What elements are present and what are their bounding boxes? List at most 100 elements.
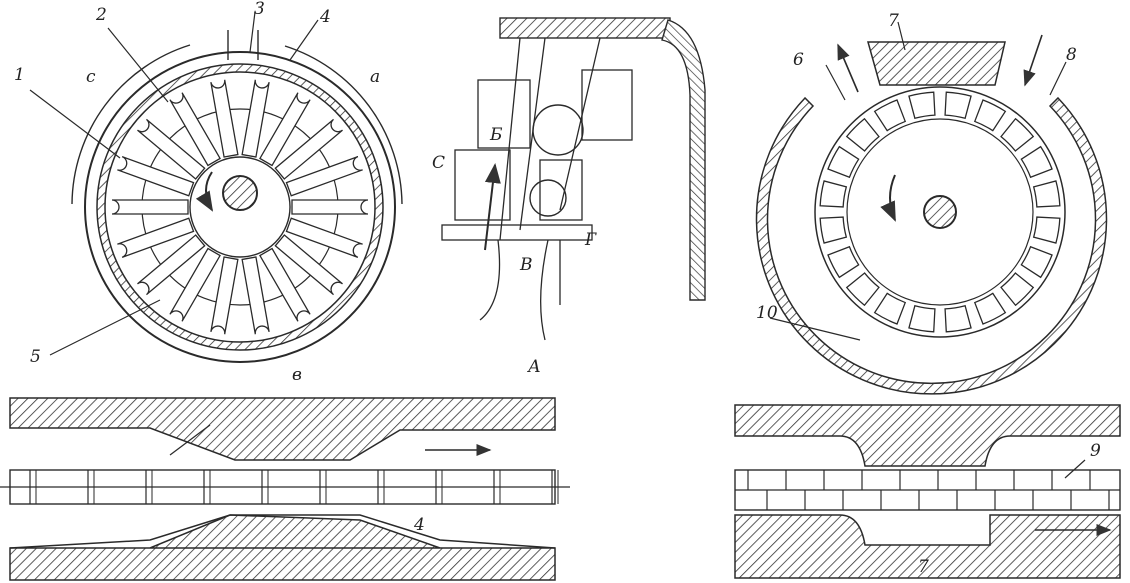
label-v: в (292, 365, 302, 385)
cell-ticks (747, 470, 1110, 510)
vane (117, 217, 195, 258)
linkage-lines (479, 37, 601, 341)
rotor-cell (973, 292, 1007, 325)
rotor-cell (827, 145, 860, 179)
rotor-cell (845, 272, 880, 307)
label-S: С (432, 153, 445, 173)
outer-casing-ring (84, 51, 396, 363)
inlet-arrow-icon (1023, 34, 1043, 87)
top-frame (499, 17, 671, 39)
vane (137, 234, 206, 296)
lower-wall (734, 514, 1121, 579)
vane (285, 156, 363, 197)
label-A: А (527, 357, 541, 377)
label-1: 1 (14, 65, 25, 85)
lower-wall (9, 514, 556, 581)
label-7-bottom: 7 (918, 557, 929, 577)
vane (210, 79, 239, 158)
top-block-7 (867, 41, 1006, 86)
shaft (923, 195, 957, 229)
right-rotor-view (755, 21, 1108, 395)
rotor-cell (908, 91, 936, 120)
rotor-inner (846, 118, 1034, 306)
vane (169, 247, 221, 322)
upper-block-right (581, 69, 633, 141)
label-8: 8 (1066, 45, 1077, 65)
label-2: 2 (95, 5, 107, 25)
rotor-cell (908, 304, 936, 333)
vane (274, 234, 343, 296)
lower-profile (9, 514, 556, 549)
label-5: 5 (30, 347, 41, 367)
left-rotor-view (29, 11, 403, 363)
vane (285, 217, 363, 258)
vane (210, 256, 239, 335)
label-a: a (370, 67, 380, 87)
vane (169, 92, 221, 167)
rotor-cell (873, 99, 907, 132)
rotor-cell (819, 180, 848, 208)
vane (117, 156, 195, 197)
upper-wall (9, 397, 556, 461)
label-B: Б (489, 125, 503, 145)
leader-line (169, 424, 211, 456)
roller-lower (529, 179, 567, 217)
lower-block-right (539, 159, 583, 221)
bottom-left-section (0, 397, 570, 581)
label-4-bottom: 4 (413, 515, 425, 535)
rotor-vanes (111, 79, 369, 335)
label-10: 10 (756, 303, 778, 323)
label-G: Г (584, 230, 597, 250)
curved-guide (661, 19, 706, 301)
rotor-cell (819, 216, 848, 244)
vane (241, 79, 270, 158)
rotor-cell (1020, 145, 1053, 179)
flow-arc-c (71, 44, 191, 205)
rotor-cell (1032, 180, 1061, 208)
rotor-cell (873, 292, 907, 325)
vane-ticks (29, 470, 559, 504)
vane (259, 92, 311, 167)
shaft (222, 175, 258, 211)
center-mechanism-view (441, 17, 706, 341)
base-plate (441, 224, 593, 241)
rotor-cell (944, 91, 972, 120)
label-V: В (519, 255, 533, 275)
rotor-cell (1032, 216, 1061, 244)
flow-arc-a (284, 45, 403, 205)
rotation-arrow-icon (880, 174, 896, 222)
rotor-cell (845, 117, 880, 152)
label-6: 6 (793, 50, 804, 70)
label-7-top: 7 (888, 11, 899, 31)
up-arrow-icon (484, 163, 501, 251)
rotor-cell (973, 99, 1007, 132)
vane (259, 247, 311, 322)
rotor-cells (819, 91, 1061, 333)
vane (137, 118, 206, 180)
leader-lines (29, 11, 319, 356)
casing-shell (755, 96, 1108, 395)
upper-wall (734, 404, 1121, 467)
lower-block-left (454, 149, 511, 221)
labels: 1 2 3 4 5 c a в Б А В Г С 6 7 8 10 4 9 7 (14, 0, 1101, 577)
label-c: c (86, 67, 96, 87)
upper-block-left (477, 79, 531, 149)
label-9: 9 (1090, 441, 1101, 461)
rotor-cell (827, 245, 860, 279)
rotor-cell (1000, 272, 1035, 307)
bottom-right-section (734, 404, 1121, 579)
label-4: 4 (319, 7, 331, 27)
roller-upper (532, 104, 584, 156)
leader-line (1064, 459, 1086, 479)
rotor-cell (1020, 245, 1053, 279)
vane (241, 256, 270, 335)
outlet-arrow-icon (837, 43, 859, 93)
rotation-arrow-icon (195, 171, 214, 212)
leader-lines (769, 21, 1067, 341)
vane (111, 199, 189, 215)
rotor-cell (944, 304, 972, 333)
rotor-cell (1000, 117, 1035, 152)
vane (291, 199, 369, 215)
vane (274, 118, 343, 180)
